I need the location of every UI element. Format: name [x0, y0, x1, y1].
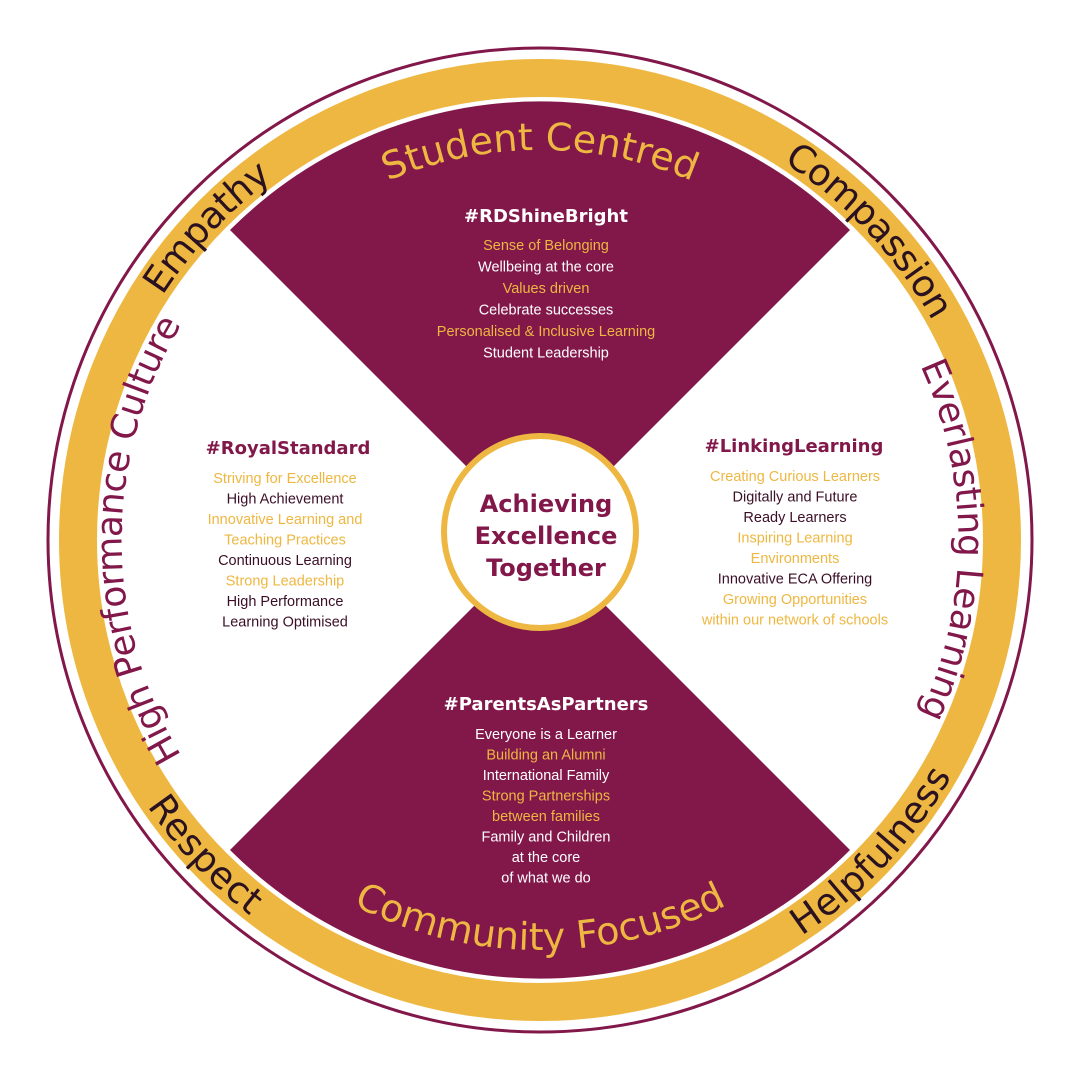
values-ring [59, 59, 1021, 1021]
list-item: Everyone is a Learner [475, 727, 617, 743]
list-item: High Performance [227, 594, 344, 610]
list-item: Innovative ECA Offering [718, 572, 873, 588]
center-line-2: Excellence [475, 522, 618, 550]
list-item: Wellbeing at the core [478, 260, 614, 276]
center-line-1: Achieving [480, 490, 613, 518]
hashtag-royalstandard: #RoyalStandard [206, 438, 371, 459]
list-item: Creating Curious Learners [710, 469, 880, 485]
list-item: Teaching Practices [224, 533, 346, 549]
hashtag-linkinglearning: #LinkingLearning [705, 436, 884, 457]
list-item: Strong Leadership [226, 574, 345, 590]
list-item: Ready Learners [743, 510, 846, 526]
sector-top-student-centred [230, 101, 850, 540]
list-item: of what we do [501, 871, 590, 887]
center-line-3: Together [486, 554, 606, 582]
list-item: within our network of schools [701, 613, 888, 629]
sector-bottom-community-focused [230, 540, 850, 979]
center-circle [441, 433, 639, 631]
list-item: Striving for Excellence [213, 471, 356, 487]
list-item: Celebrate successes [479, 303, 614, 319]
list-item: Building an Alumni [486, 748, 605, 764]
list-item: Personalised & Inclusive Learning [437, 324, 655, 340]
list-item: at the core [512, 850, 581, 866]
list-item: Family and Children [482, 830, 611, 846]
hashtag-parentsaspartners: #ParentsAsPartners [444, 694, 649, 715]
list-item: between families [492, 809, 600, 825]
list-item: International Family [483, 768, 610, 784]
list-item: Values driven [503, 281, 590, 297]
list-item: Learning Optimised [222, 615, 348, 631]
list-item: Environments [751, 551, 840, 567]
list-item: Student Leadership [483, 346, 609, 362]
hashtag-rdshinebright: #RDShineBright [464, 206, 628, 227]
list-item: High Achievement [227, 492, 344, 508]
list-item: Sense of Belonging [483, 238, 609, 254]
list-item: Continuous Learning [218, 553, 352, 569]
list-item: Inspiring Learning [737, 531, 852, 547]
list-item: Strong Partnerships [482, 789, 610, 805]
list-item: Digitally and Future [733, 490, 858, 506]
list-item: Growing Opportunities [723, 592, 867, 608]
list-item: Innovative Learning and [208, 512, 363, 528]
